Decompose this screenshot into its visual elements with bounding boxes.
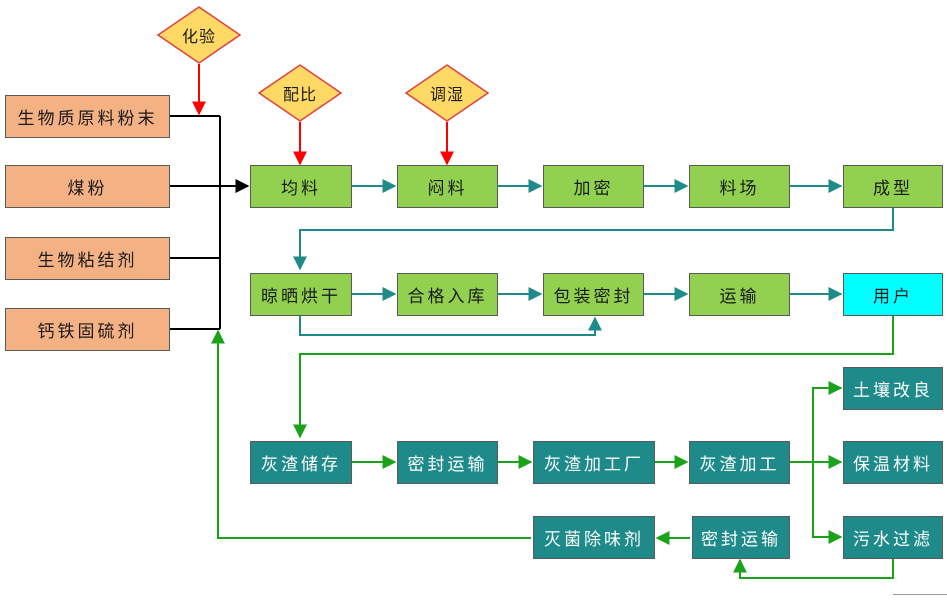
diamond-shape [258,64,342,122]
raw-biomass-powder: 生物质原料粉末 [5,95,170,138]
step-transport: 运输 [689,273,790,316]
diamond-humidify: 调湿 [405,64,489,122]
output-soil-improvement: 土壤改良 [843,367,943,410]
diamond-ratio: 配比 [258,64,342,122]
diamond-shape [405,64,489,122]
ash-arrows [211,316,894,579]
diamond-label: 配比 [282,85,317,104]
step-forming: 成型 [843,165,943,208]
step-sealed-transport: 密封运输 [397,441,498,484]
output-sewage-filter: 污水过滤 [843,516,943,559]
step-ash-processing: 灰渣加工 [689,441,790,484]
output-insulation: 保温材料 [843,441,943,484]
inspection-arrows [192,64,454,166]
step-yard: 料场 [689,165,790,208]
step-user: 用户 [843,273,943,316]
step-packaging: 包装密封 [543,273,644,316]
diamond-assay: 化验 [157,6,241,64]
step-dry: 晾晒烘干 [250,273,352,316]
step-sealed-transport-2: 密封运输 [692,516,790,559]
step-ash-storage: 灰渣储存 [250,441,352,484]
process-arrows [293,179,894,336]
step-mix: 均料 [250,165,352,208]
step-storage: 合格入库 [397,273,498,316]
corner-mark [893,594,947,595]
step-sterilize-deodorant: 灭菌除味剂 [533,516,655,559]
step-stuffy: 闷料 [397,165,498,208]
raw-material-collector [170,115,250,330]
step-densify: 加密 [543,165,644,208]
raw-coal-powder: 煤粉 [5,165,170,208]
diamond-label: 化验 [181,27,216,46]
step-ash-plant: 灰渣加工厂 [533,441,655,484]
raw-desulfurizer: 钙铁固硫剂 [5,308,170,351]
raw-bio-binder: 生物粘结剂 [5,237,170,280]
diamond-label: 调湿 [429,85,464,104]
diamond-shape [157,6,241,64]
